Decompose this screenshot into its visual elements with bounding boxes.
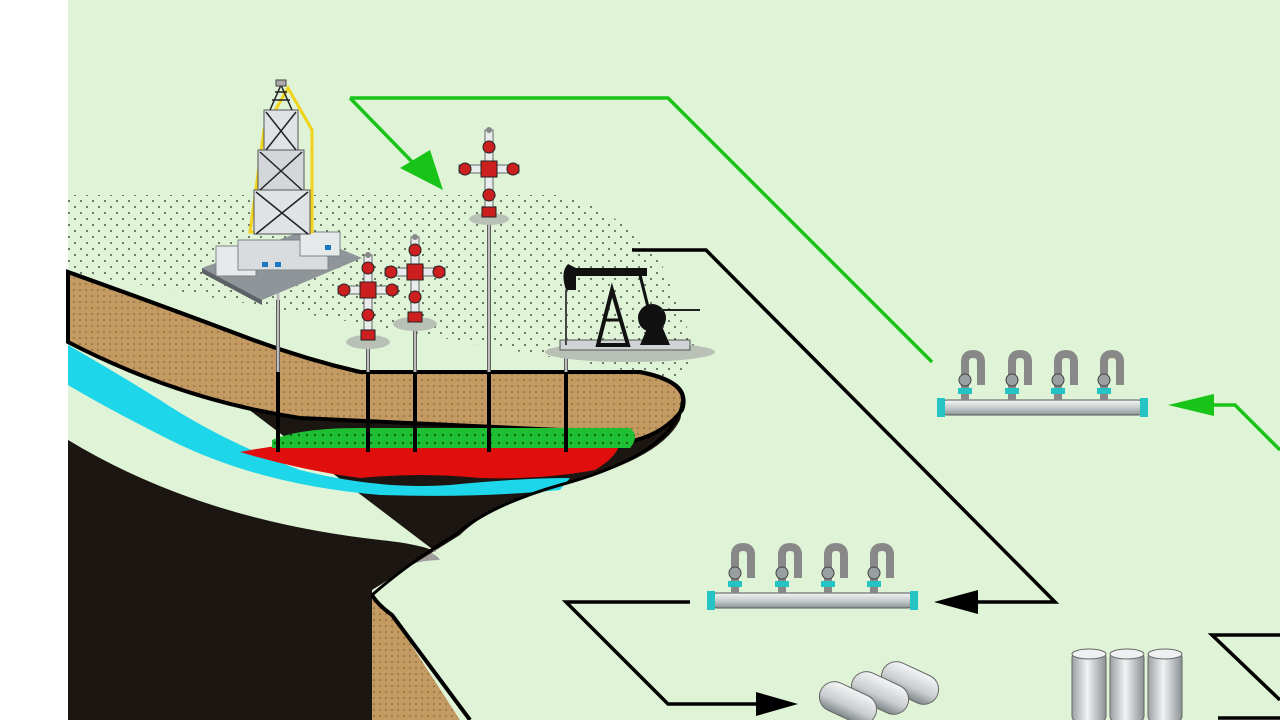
manifold-icon-lower [707, 542, 918, 610]
gas-cap-layer [272, 428, 635, 448]
lower-soil-layer [372, 595, 460, 720]
black-arrow-right [756, 692, 798, 716]
wellhead-1 [337, 252, 399, 349]
lower-surface-line [370, 593, 472, 720]
oil-layer [240, 440, 620, 479]
wellhead-3 [458, 127, 520, 225]
black-flow-lines [561, 248, 1280, 720]
right-cliff-edge [371, 404, 684, 597]
water-layer [68, 345, 570, 496]
left-margin [0, 0, 68, 720]
black-arrow-left [934, 590, 978, 614]
wellhead-2 [384, 234, 446, 331]
vertical-tank-icon [1071, 648, 1183, 720]
green-arrow-left [1168, 394, 1214, 416]
green-arrow-down [400, 150, 443, 190]
drilling-rig-icon [202, 79, 362, 305]
manifold-icon-upper [937, 349, 1148, 417]
horizontal-tank-icon [818, 661, 940, 720]
pumpjack-icon [545, 264, 715, 362]
